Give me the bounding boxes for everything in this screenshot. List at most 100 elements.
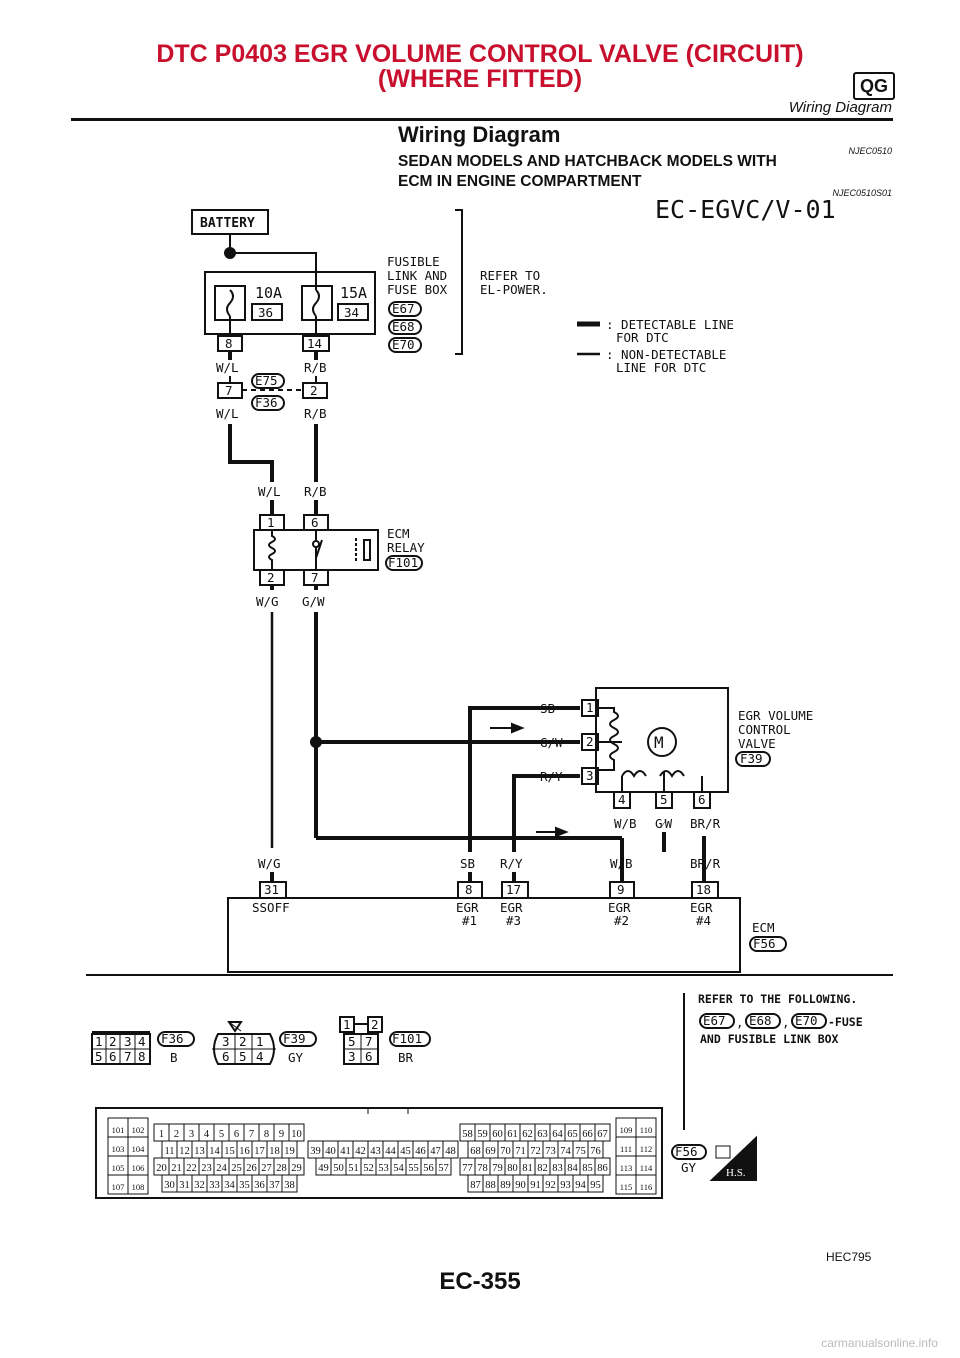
ecm-face-pin: 3 bbox=[189, 1129, 194, 1140]
ecm-face-pin: 77 bbox=[462, 1163, 473, 1174]
ecm-egr2-a: EGR bbox=[608, 900, 631, 915]
ecm-face-pin: 49 bbox=[318, 1163, 329, 1174]
ecm-face-pin: 113 bbox=[620, 1163, 632, 1173]
ecm-face-pin: 14 bbox=[209, 1146, 220, 1157]
ecm-face-pin: 4 bbox=[204, 1129, 210, 1140]
page-number: EC-355 bbox=[439, 1268, 521, 1295]
header-title-line2: (WHERE FITTED) bbox=[377, 65, 583, 93]
section-code: NJEC0510 bbox=[848, 146, 892, 156]
refer-e68: E68 bbox=[749, 1013, 772, 1028]
ecm-pin-8: 8 bbox=[465, 882, 473, 897]
ecm-face-pin: 57 bbox=[438, 1163, 449, 1174]
conn-e70: E70 bbox=[392, 337, 415, 352]
ecm-box bbox=[227, 897, 741, 973]
ecm-face-pin: 101 bbox=[112, 1125, 125, 1135]
page-header-title: DTC P0403 EGR VOLUME CONTROL VALVE (CIRC… bbox=[0, 42, 960, 92]
connector-f39-face: 3 2 1 6 5 4 F39 GY bbox=[212, 1021, 317, 1065]
ecm-face-pin: 88 bbox=[485, 1180, 496, 1191]
ecm-face-pin: 89 bbox=[500, 1180, 511, 1191]
f101-color: BR bbox=[398, 1050, 414, 1065]
ecm-face-pin: 65 bbox=[567, 1129, 578, 1140]
wire-sb-ecm: SB bbox=[460, 856, 475, 871]
ecm-face-pin: 67 bbox=[597, 1129, 608, 1140]
ecm-face-cell bbox=[635, 1174, 657, 1195]
f39-cell: 6 bbox=[222, 1049, 230, 1064]
hs-badge bbox=[709, 1135, 757, 1181]
svg-text:,: , bbox=[736, 1015, 744, 1030]
ecm-face-pin: 2 bbox=[174, 1129, 179, 1140]
legend-nondetectable-2: LINE FOR DTC bbox=[616, 360, 706, 375]
f36-cell: 8 bbox=[138, 1049, 146, 1064]
wire-wb-valve: W/B bbox=[614, 816, 637, 831]
ecm-face-pin: 18 bbox=[269, 1146, 280, 1157]
wire-wg-ecm: W/G bbox=[258, 856, 281, 871]
ecm-egr1-a: EGR bbox=[456, 900, 479, 915]
ecm-face-pin: 116 bbox=[640, 1182, 652, 1192]
conn-e68: E68 bbox=[392, 319, 415, 334]
ecm-face-pin: 35 bbox=[239, 1180, 250, 1191]
ecm-face-pin: 17 bbox=[254, 1146, 265, 1157]
f36-label: F36 bbox=[161, 1031, 184, 1046]
ecm-ssoff: SSOFF bbox=[252, 900, 290, 915]
f101-cell: 6 bbox=[365, 1049, 373, 1064]
ecm-face-pin: 69 bbox=[485, 1146, 496, 1157]
ecm-pin-18: 18 bbox=[696, 882, 711, 897]
ecm-face-cell bbox=[587, 1174, 604, 1193]
wire-wl-2: W/L bbox=[216, 406, 239, 421]
conn-e67: E67 bbox=[392, 301, 415, 316]
f101-cell: 3 bbox=[348, 1049, 356, 1064]
f36-cell: 5 bbox=[95, 1049, 103, 1064]
ecm-face-pin: 37 bbox=[269, 1180, 280, 1191]
ecm-face-pin: 73 bbox=[545, 1146, 556, 1157]
ecm-face-pin: 32 bbox=[194, 1180, 205, 1191]
ecm-face-pin: 50 bbox=[333, 1163, 344, 1174]
ecm-face-pin: 109 bbox=[620, 1125, 633, 1135]
ecm-egr4-a: EGR bbox=[690, 900, 713, 915]
f39-cell: 3 bbox=[222, 1034, 230, 1049]
connector-icon bbox=[715, 1145, 731, 1159]
ecm-face-pin: 104 bbox=[132, 1144, 146, 1154]
fuse-box-label-1: FUSIBLE bbox=[387, 254, 440, 269]
f39-cell: 5 bbox=[239, 1049, 247, 1064]
f36-cell: 3 bbox=[124, 1034, 132, 1049]
ecm-face-pin: 41 bbox=[340, 1146, 351, 1157]
ecm-face-pin: 30 bbox=[164, 1180, 175, 1191]
f39-cell: 1 bbox=[256, 1034, 264, 1049]
ecm-face-pin: 52 bbox=[363, 1163, 374, 1174]
ecm-face-pin: 115 bbox=[620, 1182, 632, 1192]
wire-wg-1: W/G bbox=[256, 594, 279, 609]
ecm-face-cell bbox=[435, 1157, 452, 1176]
ecm-face-pin: 92 bbox=[545, 1180, 556, 1191]
ecm-face-pin: 68 bbox=[470, 1146, 481, 1157]
valve-label-1: EGR VOLUME bbox=[738, 708, 813, 723]
f101-cell: 5 bbox=[348, 1034, 356, 1049]
wire-ry-valve: R/Y bbox=[540, 769, 563, 784]
header-subheading: Wiring Diagram bbox=[788, 99, 892, 116]
ecm-face-cell bbox=[127, 1174, 149, 1195]
ecm-face-pin: 25 bbox=[231, 1163, 242, 1174]
refer-fuse: -FUSE bbox=[828, 1015, 863, 1029]
f101-label: F101 bbox=[392, 1031, 422, 1046]
valve-pin-1: 1 bbox=[586, 700, 594, 715]
ecm-label: ECM bbox=[752, 920, 775, 935]
joint-f36: F36 bbox=[255, 395, 278, 410]
ecm-face-pin: 71 bbox=[515, 1146, 526, 1157]
ecm-conn: F56 bbox=[753, 936, 776, 951]
valve-label-2: CONTROL bbox=[738, 722, 791, 737]
wire-ry-ecm: R/Y bbox=[500, 856, 523, 871]
wire-gw-1: G/W bbox=[302, 594, 325, 609]
wire-gw-valve: G/W bbox=[540, 735, 563, 750]
joint-pin-2: 2 bbox=[310, 383, 318, 398]
fuse-box bbox=[204, 271, 376, 335]
ecm-face-pin: 72 bbox=[530, 1146, 541, 1157]
hs-label: H.S. bbox=[726, 1167, 746, 1179]
ecm-face-pin: 51 bbox=[348, 1163, 359, 1174]
connector-f101-face: 1 2 5 7 3 6 F101 BR bbox=[339, 1016, 431, 1065]
ecm-egr3-a: EGR bbox=[500, 900, 523, 915]
ecm-face-pin: 87 bbox=[470, 1180, 481, 1191]
refer-line2: EL-POWER. bbox=[480, 282, 548, 297]
relay-conn: F101 bbox=[388, 555, 418, 570]
connector-f36-face: 1 2 3 4 5 6 7 8 F36 B bbox=[91, 1031, 195, 1065]
ecm-face-pin: 28 bbox=[276, 1163, 287, 1174]
